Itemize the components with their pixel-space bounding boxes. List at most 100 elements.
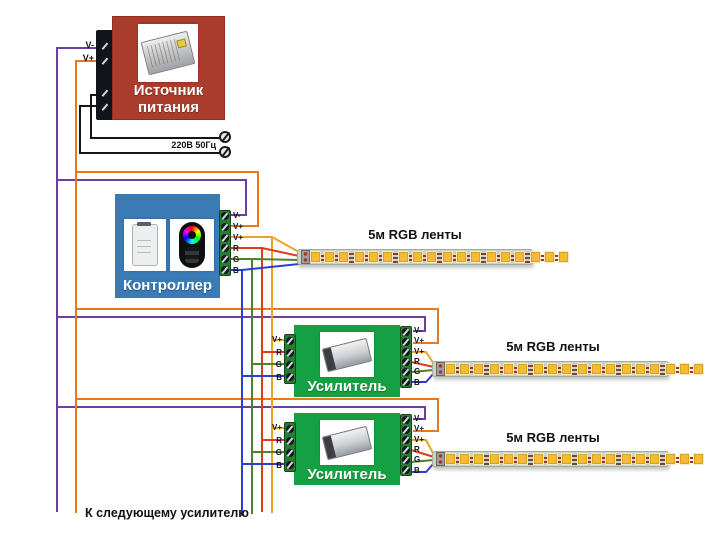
strip1-label: 5м RGB ленты — [368, 227, 462, 242]
psu-photo-panel — [138, 24, 198, 82]
solder-pads — [437, 251, 442, 263]
terminal-label: G — [275, 360, 282, 370]
terminal-label: B — [276, 372, 282, 382]
controller-unit-image — [132, 222, 158, 266]
resistor-mark — [558, 365, 561, 373]
ac-terminal-screw-1 — [219, 131, 231, 143]
led-chip — [577, 363, 588, 375]
screw-terminal — [286, 437, 294, 445]
led-chip — [533, 453, 544, 465]
screw-terminal — [402, 378, 410, 386]
wire-green-strip2 — [410, 369, 435, 373]
led-chip — [489, 453, 500, 465]
next-amplifier-note: К следующему усилителю — [85, 506, 249, 520]
screw-terminal — [286, 337, 294, 345]
wire-vplus-controller — [76, 171, 259, 227]
solder-pads — [660, 453, 665, 465]
psu-terminal-strip — [96, 30, 114, 120]
led-chip — [514, 251, 525, 263]
screw-terminal — [286, 425, 294, 433]
screw-terminal — [402, 446, 410, 454]
led-chip — [489, 363, 500, 375]
resistor-mark — [379, 253, 382, 261]
led-chip — [338, 251, 349, 263]
psu-title-line2: питания — [137, 99, 199, 116]
terminal-label: R — [276, 435, 282, 445]
amplifier2-input-strip — [284, 422, 296, 472]
wire-vplus-strip3 — [411, 439, 435, 456]
resistor-mark — [690, 365, 693, 373]
screw-terminal — [221, 244, 229, 253]
resistor-mark — [555, 253, 558, 261]
wire-vplus-amp2 — [76, 398, 439, 432]
screw-terminal — [286, 349, 294, 357]
screw-terminal — [402, 348, 410, 356]
led-chip — [621, 453, 632, 465]
led-chip — [605, 453, 616, 465]
terminal-label: G — [275, 448, 282, 458]
psu-terminal-label-vminus: V- — [85, 40, 94, 50]
wire-green-strip3 — [410, 459, 435, 463]
screw-terminal — [221, 212, 229, 221]
psu-dc-screws — [96, 38, 114, 68]
strip-connector — [436, 452, 445, 466]
led-chip — [354, 251, 365, 263]
terminal-label: B — [233, 265, 239, 275]
resistor-mark — [541, 253, 544, 261]
resistor-mark — [544, 365, 547, 373]
led-chip — [649, 453, 660, 465]
terminal-label: R — [276, 347, 282, 357]
terminal-label: R — [233, 243, 239, 253]
resistor-mark — [676, 455, 679, 463]
screw-terminal — [402, 368, 410, 376]
terminal-label: G — [233, 254, 240, 264]
led-chip — [459, 453, 470, 465]
resistor-mark — [500, 455, 503, 463]
screw-terminal — [286, 449, 294, 457]
led-chip — [473, 453, 484, 465]
screw-terminal — [402, 328, 410, 336]
led-chip — [693, 363, 704, 375]
led-chip — [621, 363, 632, 375]
terminal-label: B — [276, 460, 282, 470]
screw-terminal — [402, 358, 410, 366]
led-chip — [679, 453, 690, 465]
strip-connector — [436, 362, 445, 376]
resistor-mark — [335, 253, 338, 261]
resistor-mark — [646, 365, 649, 373]
terminal-label: V+ — [414, 424, 425, 434]
screw-terminal — [101, 41, 109, 50]
led-chip — [517, 363, 528, 375]
screw-terminal — [101, 56, 109, 65]
resistor-mark — [467, 253, 470, 261]
wire-vminus-controller — [57, 179, 247, 216]
screw-terminal — [286, 461, 294, 469]
resistor-mark — [497, 253, 500, 261]
solder-pads — [484, 363, 489, 375]
led-chip — [398, 251, 409, 263]
led-chip — [591, 363, 602, 375]
solder-pads — [660, 363, 665, 375]
resistor-mark — [470, 455, 473, 463]
remote-color-wheel — [183, 226, 201, 244]
screw-terminal — [101, 103, 109, 111]
led-chip — [486, 251, 497, 263]
led-strip-3 — [432, 451, 704, 467]
led-chip — [517, 453, 528, 465]
screw-terminal — [402, 466, 410, 474]
led-chip — [470, 251, 481, 263]
led-chip — [635, 453, 646, 465]
controller-box: Контроллер — [115, 194, 220, 298]
resistor-mark — [588, 455, 591, 463]
led-chip — [544, 251, 555, 263]
terminal-label: V+ — [233, 221, 244, 231]
led-chip — [577, 453, 588, 465]
led-chip — [412, 251, 423, 263]
led-strip-1 — [297, 249, 569, 265]
screw-terminal — [286, 361, 294, 369]
resistor-mark — [646, 455, 649, 463]
resistor-mark — [511, 253, 514, 261]
